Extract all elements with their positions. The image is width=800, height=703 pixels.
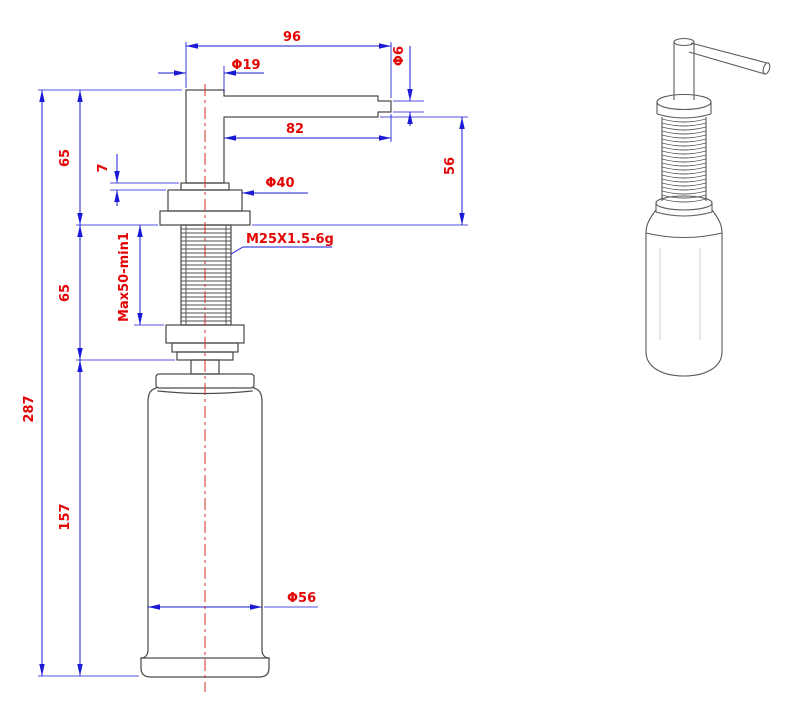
persp-tube-cap: [673, 37, 695, 47]
dim-65-mid-label: 65: [58, 284, 73, 302]
bottle-body: [140, 387, 270, 659]
dim-phi40-label: Φ40: [265, 176, 294, 191]
dimension-labels: 96 Φ19 Φ6 82 65 7 56 Φ40 M25X1.5-6g Max5…: [22, 30, 458, 606]
dim-phi19-label: Φ19: [231, 58, 260, 73]
dim-157-label: 157: [58, 503, 73, 530]
dim-65-top-label: 65: [58, 149, 73, 167]
dim-56-label: 56: [443, 157, 458, 175]
persp-bottle: [645, 209, 723, 377]
dimension-lines: [39, 43, 465, 676]
extension-lines: [38, 42, 468, 677]
persp-spout-tip: [762, 62, 771, 75]
persp-pump-tube: [673, 42, 695, 100]
persp-spout-arm: [688, 42, 768, 75]
dim-287-label: 287: [22, 395, 37, 422]
thread-spec-leader: [230, 246, 332, 255]
dim-7-label: 7: [96, 163, 111, 172]
persp-flange-top: [656, 93, 712, 111]
dim-phi56-label: Φ56: [287, 591, 316, 606]
threaded-shank: [180, 224, 232, 326]
perspective-view: [645, 37, 771, 377]
thread-spec-label: M25X1.5-6g: [246, 232, 334, 247]
thread-hatching: [181, 225, 231, 325]
persp-thread-ridges: [661, 118, 707, 203]
dim-82-label: 82: [286, 122, 304, 137]
dim-max50-label: Max50-min1: [117, 232, 132, 322]
dim-phi6-label: Φ6: [392, 46, 407, 66]
persp-flange-side: [656, 102, 712, 119]
dim-96-label: 96: [283, 30, 301, 45]
persp-bottle-highlights: [659, 248, 701, 340]
